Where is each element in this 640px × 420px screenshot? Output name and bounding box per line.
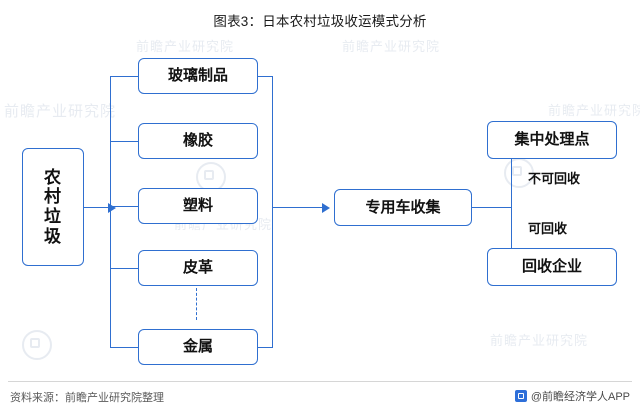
node-leather[interactable]: 皮革 <box>138 250 258 286</box>
edge-truck-to-split <box>472 207 512 209</box>
footer-divider <box>8 381 632 382</box>
edge-source-to-bus <box>84 207 110 209</box>
watermark: 前瞻产业研究院 <box>4 103 117 120</box>
watermark: 前瞻产业研究院 <box>342 39 441 54</box>
edge-label-recyclable: 可回收 <box>528 221 568 236</box>
source-note: 资料来源：前瞻产业研究院整理 <box>10 392 164 404</box>
node-source-line-2: 村 <box>44 187 62 207</box>
brand-footer: @前瞻经济学人APP <box>514 388 630 404</box>
edge-label-non-recyclable: 不可回收 <box>528 171 581 186</box>
page-title: 图表3：日本农村垃圾收运模式分析 <box>213 14 427 29</box>
arrow-icon <box>108 202 116 213</box>
arrow-icon <box>322 202 330 213</box>
node-source-line-3: 垃 <box>44 207 62 226</box>
node-plastic[interactable]: 塑料 <box>138 188 258 224</box>
brand-footer-label: @前瞻经济学人APP <box>530 391 630 403</box>
edge-bus-to-rubber <box>110 141 138 143</box>
edge-material-collector-bus <box>272 76 274 348</box>
node-glass[interactable]: 玻璃制品 <box>138 58 258 94</box>
node-rubber[interactable]: 橡胶 <box>138 123 258 159</box>
edge-bus-to-glass <box>110 76 138 78</box>
edge-ellipsis-dashed <box>196 288 197 320</box>
watermark: 前瞻产业研究院 <box>136 39 235 54</box>
edge-bus-to-leather <box>110 268 138 270</box>
edge-metal-to-collector <box>258 347 273 349</box>
brand-logo-icon <box>514 390 527 402</box>
node-truck-collection[interactable]: 专用车收集 <box>334 189 472 226</box>
node-metal[interactable]: 金属 <box>138 329 258 365</box>
node-central-site[interactable]: 集中处理点 <box>487 121 617 159</box>
edge-glass-to-collector <box>258 76 273 78</box>
watermark: 前瞻产业研究院 <box>490 333 589 348</box>
node-source-line-1: 农 <box>44 167 62 187</box>
edge-split-bus <box>511 140 513 268</box>
watermark: 前瞻产业研究院 <box>548 103 640 118</box>
edge-bus-to-plastic <box>110 206 138 208</box>
edge-bus-to-truck <box>272 207 324 209</box>
node-recycling-enterprise[interactable]: 回收企业 <box>487 248 617 286</box>
node-source-line-4: 圾 <box>44 226 62 246</box>
node-source[interactable]: 农 村 垃 圾 <box>22 148 84 266</box>
watermark-logo-icon <box>22 330 52 360</box>
edge-bus-to-metal <box>110 347 138 349</box>
